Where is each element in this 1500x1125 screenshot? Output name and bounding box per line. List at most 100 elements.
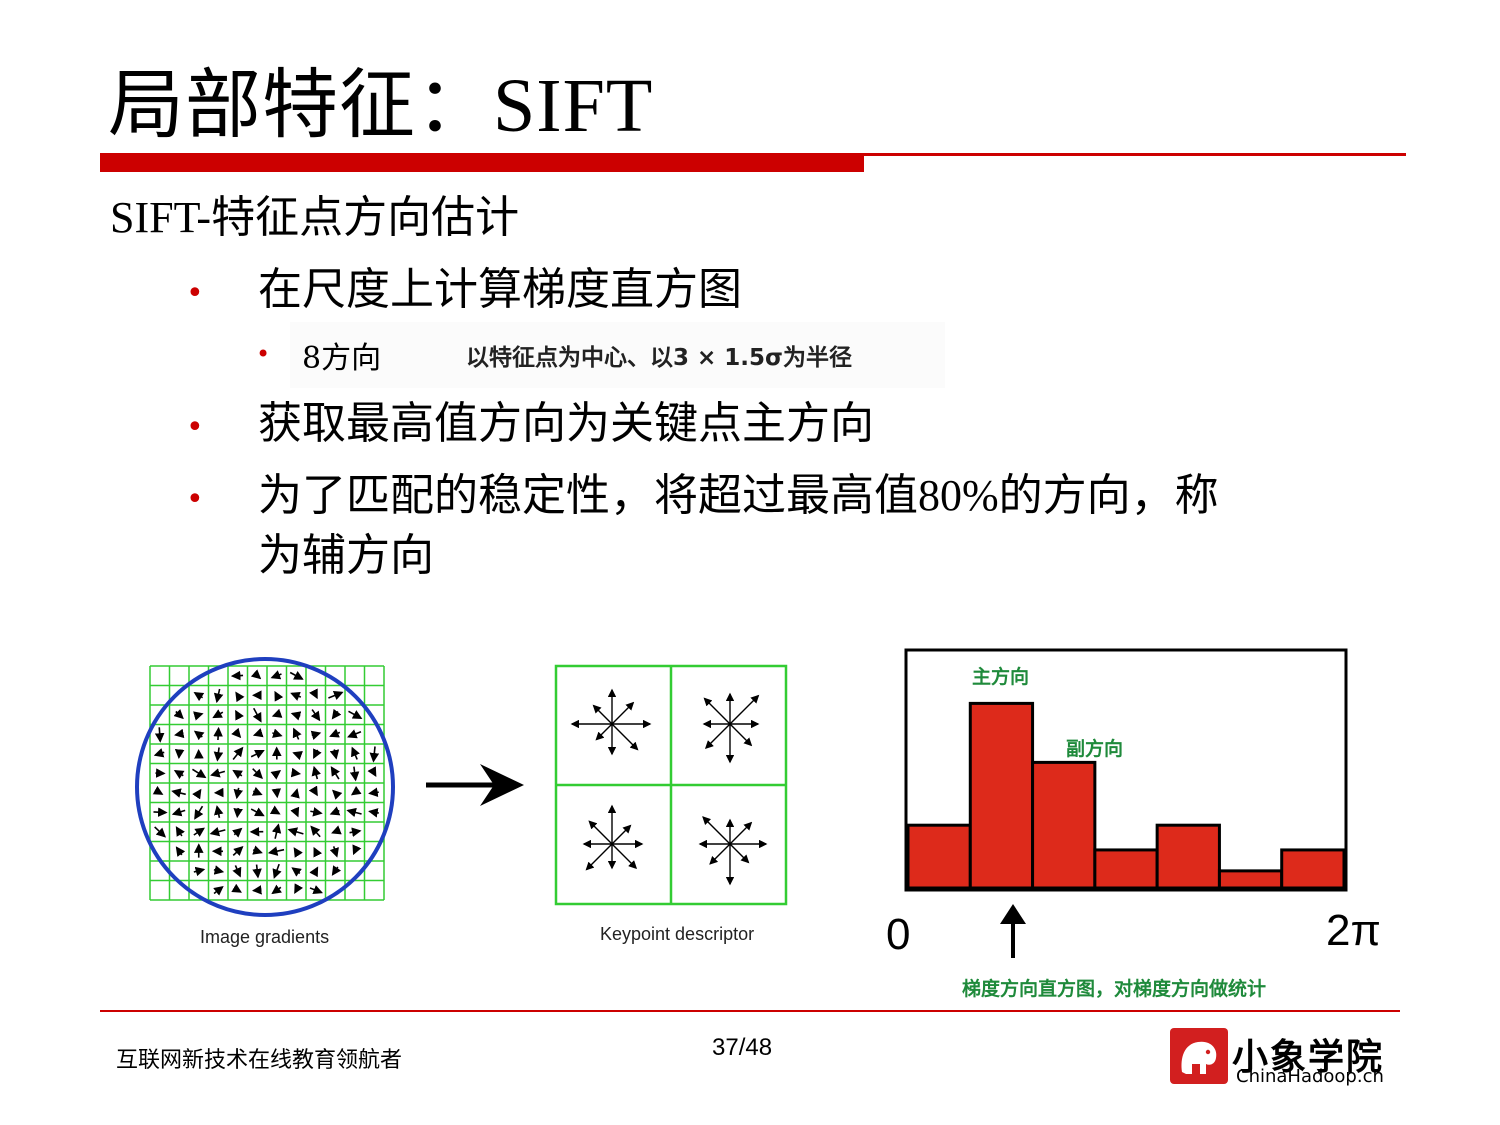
gradient-arrow [290, 691, 302, 701]
gradient-arrow [193, 827, 205, 837]
descriptor-direction-arrow [588, 820, 613, 845]
gradient-arrow [233, 787, 244, 800]
gradient-arrow [235, 709, 244, 721]
gradient-arrow [252, 707, 262, 723]
elephant-logo-icon [1170, 1028, 1228, 1084]
gradient-arrow [152, 785, 164, 795]
gradient-arrow [233, 807, 243, 819]
gradient-arrow [252, 845, 263, 855]
gradient-arrow [251, 786, 263, 796]
gradient-arrow [329, 846, 339, 858]
gradient-arrow [270, 769, 282, 780]
gradient-arrow [332, 789, 343, 800]
gradient-arrow [252, 728, 264, 738]
gradient-arrow [329, 749, 340, 760]
gradient-arrow [214, 805, 224, 818]
gradient-arrow [271, 823, 282, 839]
axis-start-label: 0 [886, 910, 911, 959]
sampling-circle [135, 657, 395, 917]
orientation-histogram [904, 648, 1348, 892]
gradient-arrow [313, 846, 323, 858]
gradient-arrow [212, 709, 224, 719]
descriptor-direction-arrow [729, 821, 753, 845]
gradient-arrow [346, 807, 362, 818]
image-gradients-figure [135, 657, 395, 917]
gradient-arrow [193, 866, 206, 877]
gradient-arrow [250, 669, 262, 680]
gradient-arrow [367, 766, 377, 777]
histogram-bar [1217, 869, 1284, 890]
gradient-arrow [231, 883, 242, 893]
gradient-arrow [351, 746, 360, 760]
gradient-arrow [173, 770, 185, 780]
gradient-arrow [331, 865, 342, 876]
bullet-dot: • [186, 482, 204, 517]
gradient-arrow [290, 711, 302, 721]
sub-bullet-right: 以特征点为中心、以3 × 1.5σ为半径 [466, 345, 852, 371]
gradient-arrow [213, 885, 224, 896]
gradient-arrow [349, 766, 360, 782]
descriptor-direction-arrow [702, 816, 731, 845]
bullet-dot: • [186, 276, 204, 311]
gradient-arrow [290, 806, 300, 818]
histogram-bar [1093, 848, 1159, 890]
middle-figure-caption: Keypoint descriptor [600, 924, 755, 944]
arrow-right-icon [426, 764, 524, 806]
gradient-arrow [271, 884, 282, 895]
gradient-arrow [368, 808, 379, 818]
gradient-arrow [193, 730, 205, 741]
gradient-arrow [310, 807, 323, 817]
gradient-arrow [329, 728, 341, 738]
descriptor-direction-arrow [585, 843, 613, 871]
gradient-arrow [272, 863, 282, 879]
gradient-arrow [153, 807, 168, 817]
gradient-arrow [230, 670, 244, 681]
bullet-text-2: 获取最高值方向为关键点主方向 [258, 399, 874, 448]
gradient-arrow [193, 691, 205, 702]
gradient-arrow [350, 785, 362, 796]
gradient-arrow [331, 708, 342, 720]
descriptor-direction-arrow [611, 843, 638, 870]
gradient-arrow [308, 785, 318, 797]
gradient-arrow [309, 866, 319, 878]
gradient-arrow [287, 827, 304, 837]
descriptor-direction-arrow [703, 697, 731, 725]
gradient-arrow [292, 727, 302, 740]
gradient-arrow [347, 729, 362, 739]
page-title: 局部特征：SIFT [108, 64, 654, 148]
secondary-direction-label: 副方向 [1066, 738, 1124, 760]
gradient-arrow [274, 690, 284, 702]
title-divider [100, 153, 1406, 156]
histogram-bar [1280, 848, 1346, 890]
gradient-arrow [290, 788, 300, 799]
gradient-arrow [271, 708, 283, 718]
page-number: 37/48 [712, 1034, 773, 1061]
descriptor-direction-arrow [592, 704, 613, 725]
gradient-arrow [313, 748, 322, 760]
gradient-arrow [192, 768, 207, 779]
axis-end-label: 2π [1326, 906, 1381, 955]
logo-text-en: ChinaHadoop.cn [1236, 1066, 1384, 1087]
histogram-bar [968, 701, 1035, 890]
gradient-arrow [209, 826, 226, 837]
gradient-arrow [369, 746, 380, 763]
footer-divider [100, 1010, 1400, 1012]
title-accent-bar [100, 156, 864, 172]
descriptor-direction-arrow [611, 701, 635, 725]
arrow-up-icon [1000, 904, 1026, 958]
gradient-arrow [175, 846, 186, 857]
descriptor-direction-arrow [729, 723, 753, 747]
gradient-arrow [213, 865, 225, 875]
gradient-arrow [235, 691, 245, 703]
gradient-arrow [174, 728, 185, 739]
descriptor-direction-arrow [704, 723, 731, 750]
gradient-arrow [291, 867, 302, 877]
histogram-bar [906, 823, 972, 890]
descriptor-direction-arrow [595, 723, 613, 741]
gradient-arrow [328, 691, 344, 700]
keypoint-descriptor-figure [554, 664, 788, 906]
gradient-arrow [232, 769, 243, 779]
gradient-arrow [232, 746, 244, 760]
gradient-arrow [174, 749, 185, 760]
sub-bullet-dot: • [256, 340, 271, 368]
